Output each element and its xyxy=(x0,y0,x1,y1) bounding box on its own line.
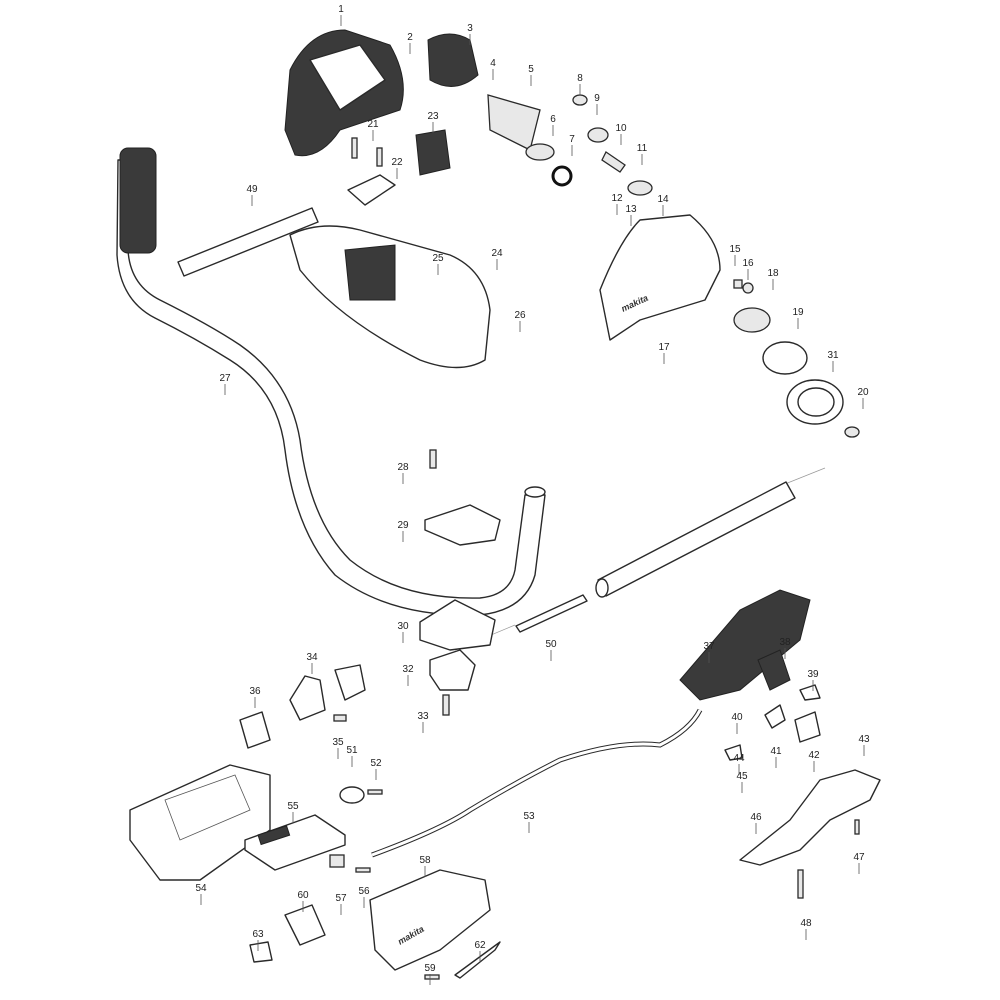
part-label-38: 38 xyxy=(779,637,791,648)
part-label-44: 44 xyxy=(733,753,745,764)
part-label-31: 31 xyxy=(827,350,839,361)
part-label-49: 49 xyxy=(246,184,258,195)
part-number-labels: 1234567891011121314151617181920212223242… xyxy=(195,4,870,985)
handle-tube xyxy=(177,207,319,277)
part-label-54: 54 xyxy=(195,883,207,894)
part-label-53: 53 xyxy=(523,811,535,822)
part-label-12: 12 xyxy=(611,193,623,204)
part-label-19: 19 xyxy=(792,307,804,318)
flex-shaft xyxy=(371,708,703,858)
part-label-27: 27 xyxy=(219,373,231,384)
part-label-9: 9 xyxy=(594,93,600,104)
part-label-14: 14 xyxy=(657,194,669,205)
part-label-37: 37 xyxy=(703,641,715,652)
part-label-46: 46 xyxy=(750,812,762,823)
part-label-11: 11 xyxy=(637,143,648,154)
label-63 xyxy=(249,941,273,963)
armature xyxy=(487,94,541,151)
part-label-34: 34 xyxy=(306,652,318,663)
label-62 xyxy=(454,941,501,979)
part-label-56: 56 xyxy=(358,886,370,897)
gear-housing xyxy=(599,214,721,341)
handle-clamp xyxy=(424,504,501,546)
part-label-13: 13 xyxy=(625,204,637,215)
part-label-26: 26 xyxy=(514,310,526,321)
part-label-3: 3 xyxy=(467,23,473,34)
part-label-51: 51 xyxy=(346,745,358,756)
battery-housing xyxy=(129,764,271,881)
part-label-42: 42 xyxy=(808,750,820,761)
part-label-60: 60 xyxy=(297,890,309,901)
switch-housing xyxy=(369,869,491,971)
rear-handle xyxy=(679,589,811,701)
part-label-52: 52 xyxy=(370,758,382,769)
part-label-58: 58 xyxy=(419,855,431,866)
part-label-22: 22 xyxy=(391,157,403,168)
part-label-5: 5 xyxy=(528,64,534,75)
part-label-20: 20 xyxy=(857,387,869,398)
part-label-21: 21 xyxy=(367,119,379,130)
part-label-43: 43 xyxy=(858,734,870,745)
part-label-4: 4 xyxy=(490,58,496,69)
part-label-33: 33 xyxy=(417,711,429,722)
part-label-29: 29 xyxy=(397,520,409,531)
part-label-17: 17 xyxy=(658,342,670,353)
part-label-50: 50 xyxy=(545,639,557,650)
part-label-45: 45 xyxy=(736,771,748,782)
part-label-47: 47 xyxy=(853,852,865,863)
part-label-55: 55 xyxy=(287,801,299,812)
part-label-25: 25 xyxy=(432,253,444,264)
part-label-40: 40 xyxy=(731,712,743,723)
part-label-2: 2 xyxy=(407,32,413,43)
part-label-8: 8 xyxy=(577,73,583,84)
clamp-23 xyxy=(415,129,451,176)
part-label-10: 10 xyxy=(615,123,627,134)
spool-holder xyxy=(733,307,771,333)
part-label-6: 6 xyxy=(550,114,556,125)
part-label-59: 59 xyxy=(424,963,436,974)
inner-shaft xyxy=(515,594,588,633)
part-label-62: 62 xyxy=(474,940,486,951)
part-label-7: 7 xyxy=(569,134,575,145)
part-label-57: 57 xyxy=(335,893,347,904)
part-label-24: 24 xyxy=(491,248,503,259)
part-label-32: 32 xyxy=(402,664,414,675)
part-label-15: 15 xyxy=(729,244,741,255)
part-label-36: 36 xyxy=(249,686,261,697)
part-label-23: 23 xyxy=(427,111,439,122)
part-label-63: 63 xyxy=(252,929,264,940)
part-label-39: 39 xyxy=(807,669,819,680)
part-label-30: 30 xyxy=(397,621,409,632)
main-shaft xyxy=(597,481,796,597)
o-ring xyxy=(551,165,573,187)
part-label-48: 48 xyxy=(800,918,812,929)
part-label-16: 16 xyxy=(742,258,754,269)
controller xyxy=(244,814,346,871)
grip-cover xyxy=(739,769,881,866)
part-label-41: 41 xyxy=(770,746,782,757)
part-label-1: 1 xyxy=(338,4,344,15)
loop-handle xyxy=(116,147,546,616)
motor-brush-holder xyxy=(427,33,479,87)
handle-grip xyxy=(119,147,157,254)
part-label-18: 18 xyxy=(767,268,779,279)
part-label-28: 28 xyxy=(397,462,409,473)
part-label-35: 35 xyxy=(332,737,344,748)
